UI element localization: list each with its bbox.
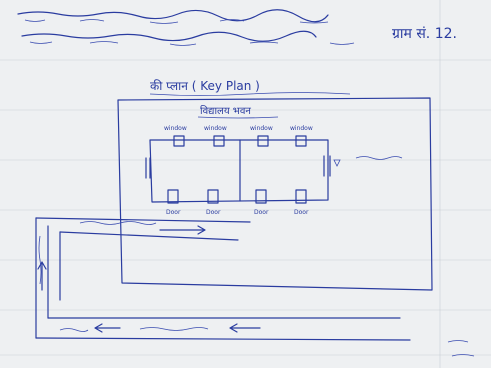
window-label: window	[204, 125, 227, 132]
door-labels: Door Door Door Door	[166, 209, 309, 216]
arrow-right-icon	[159, 225, 206, 235]
arrow-left-icon	[94, 323, 121, 333]
door-label: Door	[254, 209, 269, 216]
door-label: Door	[206, 209, 221, 216]
window-mark	[213, 135, 225, 147]
side-wall-marks	[145, 155, 341, 179]
door-mark	[167, 189, 179, 204]
access-path	[35, 217, 411, 341]
window-mark	[257, 135, 269, 147]
window-label: window	[290, 125, 313, 132]
building-name-label: विद्यालय भवन	[200, 105, 251, 117]
path-handwriting	[38, 221, 209, 332]
door-mark	[295, 189, 307, 204]
door-mark	[255, 189, 267, 204]
door-mark	[207, 189, 219, 204]
site-boundary	[117, 97, 433, 291]
corner-scribble	[447, 340, 475, 357]
direction-arrows	[37, 225, 261, 333]
windows-row	[173, 135, 307, 147]
building-outline	[149, 139, 329, 203]
arrow-left-icon	[229, 323, 261, 333]
window-label: window	[250, 125, 273, 132]
header-handwriting	[17, 9, 355, 46]
doors-row	[167, 189, 307, 204]
right-annotation-scribble	[355, 156, 403, 160]
window-label: window	[164, 125, 187, 132]
window-mark	[173, 135, 185, 147]
header-number-label: ग्राम सं. 12.	[392, 26, 457, 42]
door-label: Door	[294, 209, 309, 216]
door-label: Door	[166, 209, 181, 216]
arrow-up-icon	[37, 261, 47, 291]
plan-title: की प्लान ( Key Plan )	[150, 79, 260, 93]
window-labels: window window window window	[164, 125, 313, 132]
window-mark	[295, 135, 307, 147]
